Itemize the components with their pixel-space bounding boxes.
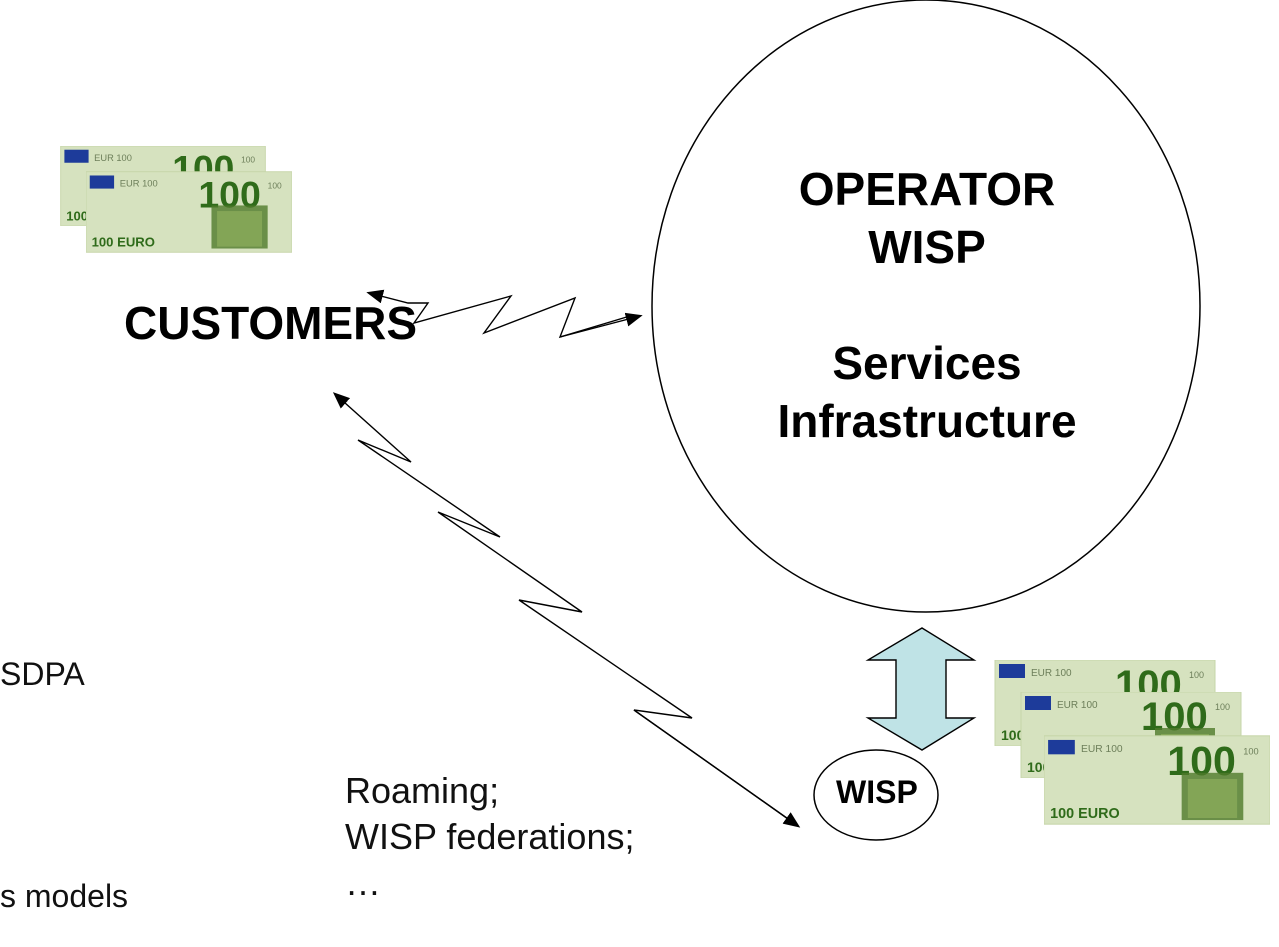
banknotes-customers	[60, 146, 292, 253]
operator-circle	[651, 0, 1201, 613]
zigzag-arrow-wisp	[332, 392, 799, 827]
zigzag-arrow-head-operator	[559, 312, 643, 338]
operator-subtitle: WISP	[868, 221, 986, 273]
note-wisp-federations: WISP federations;	[345, 816, 635, 857]
customers-label: CUSTOMERS	[124, 297, 418, 349]
zigzag-arrow-head-wisp	[633, 709, 801, 828]
wisp-label: WISP	[836, 774, 918, 810]
wisp-ellipse	[813, 749, 939, 841]
operator-services: Services	[832, 337, 1022, 389]
note-ellipsis: …	[345, 862, 381, 903]
zigzag-arrow-operator	[366, 289, 631, 339]
operator-text: OPERATOR WISP Services Infrastructure	[700, 160, 1154, 450]
operator-infrastructure: Infrastructure	[777, 395, 1077, 447]
roaming-notes: Roaming; WISP federations; …	[345, 768, 634, 906]
left-cut-models: s models	[0, 878, 129, 914]
double-arrow	[865, 627, 977, 751]
left-cut-hsdpa: SDPA	[0, 656, 85, 692]
operator-title: OPERATOR	[798, 163, 1056, 215]
banknotes-wisp	[994, 660, 1270, 825]
note-roaming: Roaming;	[345, 770, 500, 811]
